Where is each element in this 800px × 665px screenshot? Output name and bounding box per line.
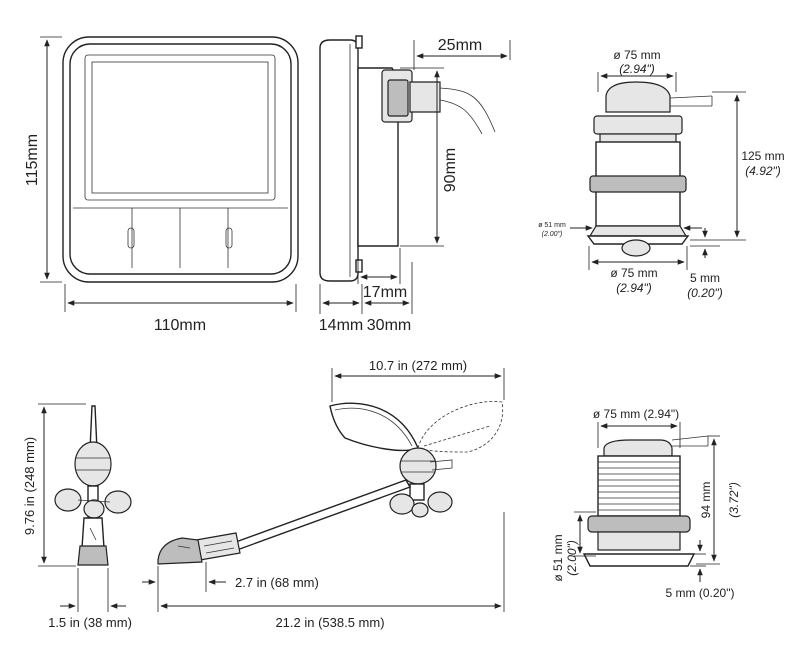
transducer-height-dimension: 125 mm (4.92") [690, 91, 785, 241]
display-width-dimension: 110mm [64, 284, 297, 334]
depth-height-label: 94 mm [699, 482, 713, 519]
wind-sensor-length-label: 10.7 in (272 mm) [369, 358, 467, 373]
depth-hole-sub: (2.00") [565, 540, 579, 576]
transducer-hole-dimension: ø 51 mm (2.00") [538, 222, 702, 238]
transducer-bottom-diameter-label: ø 75 mm [610, 266, 657, 280]
front-rear-dimension: 14mm 30mm [319, 262, 413, 334]
wind-sensor-front-view [54, 405, 132, 566]
wind-sensor-side-view [157, 401, 504, 565]
transducer-bottom-diameter-sub: (2.94") [616, 281, 652, 295]
transducer-flange-label: 5 mm [690, 271, 720, 285]
transducer-height-sub: (4.92") [745, 164, 781, 178]
transducer-flange-sub: (0.20") [687, 286, 723, 300]
depth-hole-dimension: ø 51 mm (2.00") [551, 511, 596, 582]
display-height-dimension: 115mm [24, 36, 62, 283]
transducer-top-diameter-label: ø 75 mm [613, 48, 660, 62]
cable-dimension: 25mm [413, 37, 511, 70]
cable-label: 25mm [438, 37, 482, 54]
wind-sensor-width-label: 1.5 in (38 mm) [48, 615, 132, 630]
lower-label: 17mm [363, 284, 407, 301]
wind-sensor-height-label: 9.76 in (248 mm) [22, 437, 37, 535]
display-height-label: 115mm [24, 134, 41, 186]
depth-hole-label: ø 51 mm [551, 534, 565, 581]
display-width-label: 110mm [154, 317, 206, 334]
wind-sensor-height-dimension: 9.76 in (248 mm) [22, 403, 86, 567]
wind-sensor-base-label: 2.7 in (68 mm) [235, 575, 319, 590]
transducer-height-label: 125 mm [741, 149, 784, 163]
transducer-hole-sub: (2.00") [542, 231, 563, 238]
front-label: 14mm [319, 317, 363, 334]
lower-dimension: 17mm [357, 248, 407, 301]
depth-flange-label: 5 mm (0.20") [666, 586, 735, 600]
rear-label: 30mm [367, 317, 411, 334]
depth-diameter-dimension: ø 75 mm (2.94") [593, 407, 681, 448]
transducer-flange-dimension: 5 mm (0.20") [687, 228, 723, 300]
transducer-top-diameter-dimension: ø 75 mm (2.94") [597, 48, 677, 92]
display-front-view [62, 36, 299, 283]
transducer-top-diameter-sub: (2.94") [619, 62, 655, 76]
body-depth-label: 90mm [442, 148, 459, 192]
depth-diameter-label: ø 75 mm (2.94") [593, 407, 679, 421]
depth-height-sub: (3.72") [727, 482, 741, 518]
display-side-view [319, 35, 496, 282]
depth-transducer-drawing [582, 435, 709, 567]
wind-sensor-width-dimension: 1.5 in (38 mm) [48, 568, 132, 630]
wind-sensor-length-dimension: 10.7 in (272 mm) [331, 358, 505, 402]
transducer-hole-label: ø 51 mm [538, 222, 566, 229]
depth-flange-dimension: 5 mm (0.20") [666, 540, 735, 600]
wind-sensor-total-dimension: 21.2 in (538.5 mm) [160, 512, 505, 630]
transducer-bottom-diameter-dimension: ø 75 mm (2.94") [588, 246, 688, 295]
wind-sensor-total-label: 21.2 in (538.5 mm) [275, 615, 384, 630]
body-depth-dimension: 90mm [400, 67, 459, 247]
wind-sensor-base-dimension: 2.7 in (68 mm) [142, 562, 319, 612]
transducer-drawing [586, 81, 713, 257]
depth-height-dimension: 94 mm (3.72") [696, 435, 741, 565]
